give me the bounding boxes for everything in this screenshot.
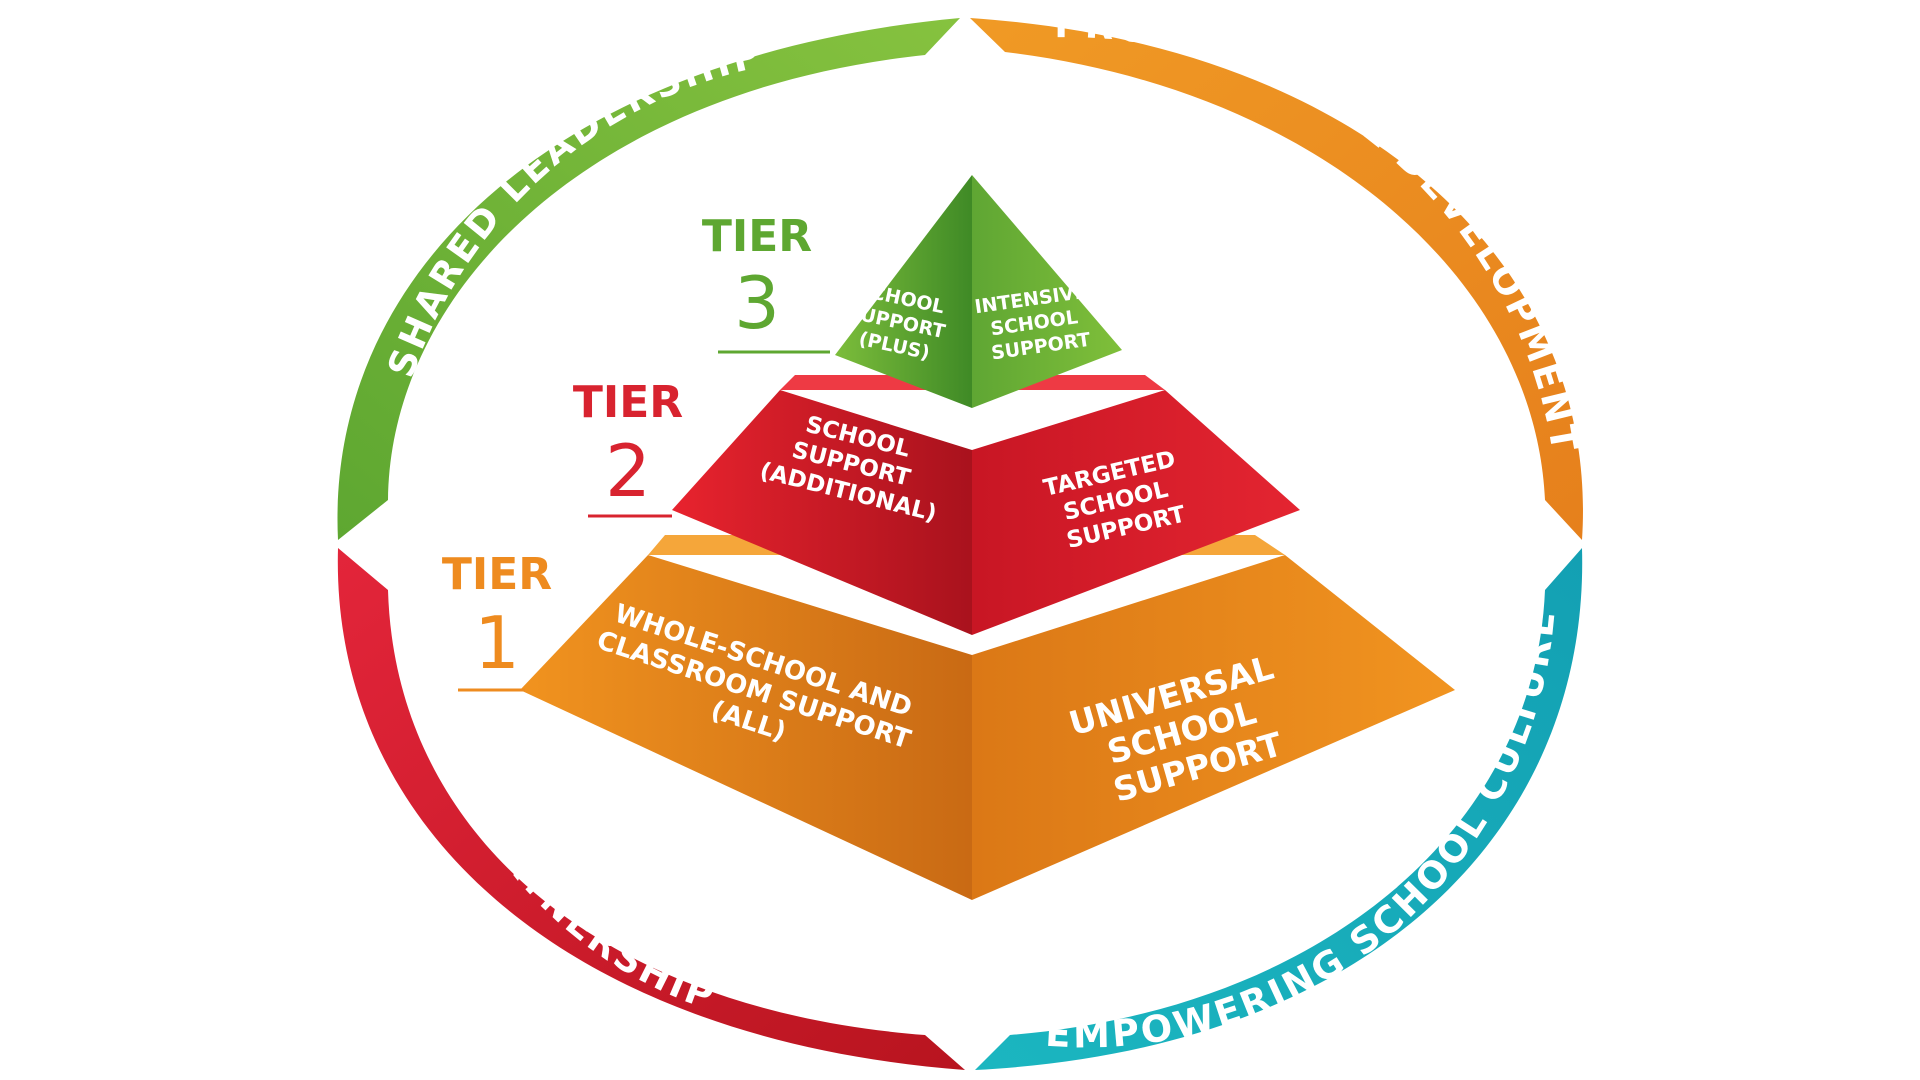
tier-1-number: 1 xyxy=(474,601,520,685)
ring-segment-empowering-school-culture xyxy=(975,548,1583,1070)
tier-2-number: 2 xyxy=(605,429,651,513)
tier-3-left-face xyxy=(835,175,972,408)
tier-3-word: TIER xyxy=(702,211,812,262)
tier-1-right-face xyxy=(972,555,1455,900)
ring-label-partnership: PARTNERSHIP xyxy=(462,793,722,1019)
tier-3-number: 3 xyxy=(734,261,780,345)
tier-2-label: TIER 2 xyxy=(573,377,683,518)
tier-2-right-face xyxy=(972,390,1300,635)
tier-2-word: TIER xyxy=(573,377,683,428)
tier-3-label: TIER 3 xyxy=(702,211,830,354)
ring-segment-shared-leadership xyxy=(337,18,960,540)
tier-3-block xyxy=(835,175,1122,408)
ring-segment-professional-development xyxy=(970,18,1583,540)
tier-3-right-face xyxy=(972,175,1122,408)
ring-label-shared-leadership: SHARED LEADERSHIP xyxy=(379,33,766,383)
tier-1-word: TIER xyxy=(442,549,552,600)
tier-2-left-face xyxy=(672,390,972,635)
tier-1-left-face xyxy=(520,555,972,900)
tier-1-label: TIER 1 xyxy=(442,549,552,692)
pyramid: SCHOOL SUPPORT (PLUS) INTENSIVE SCHOOL S… xyxy=(520,175,1455,900)
